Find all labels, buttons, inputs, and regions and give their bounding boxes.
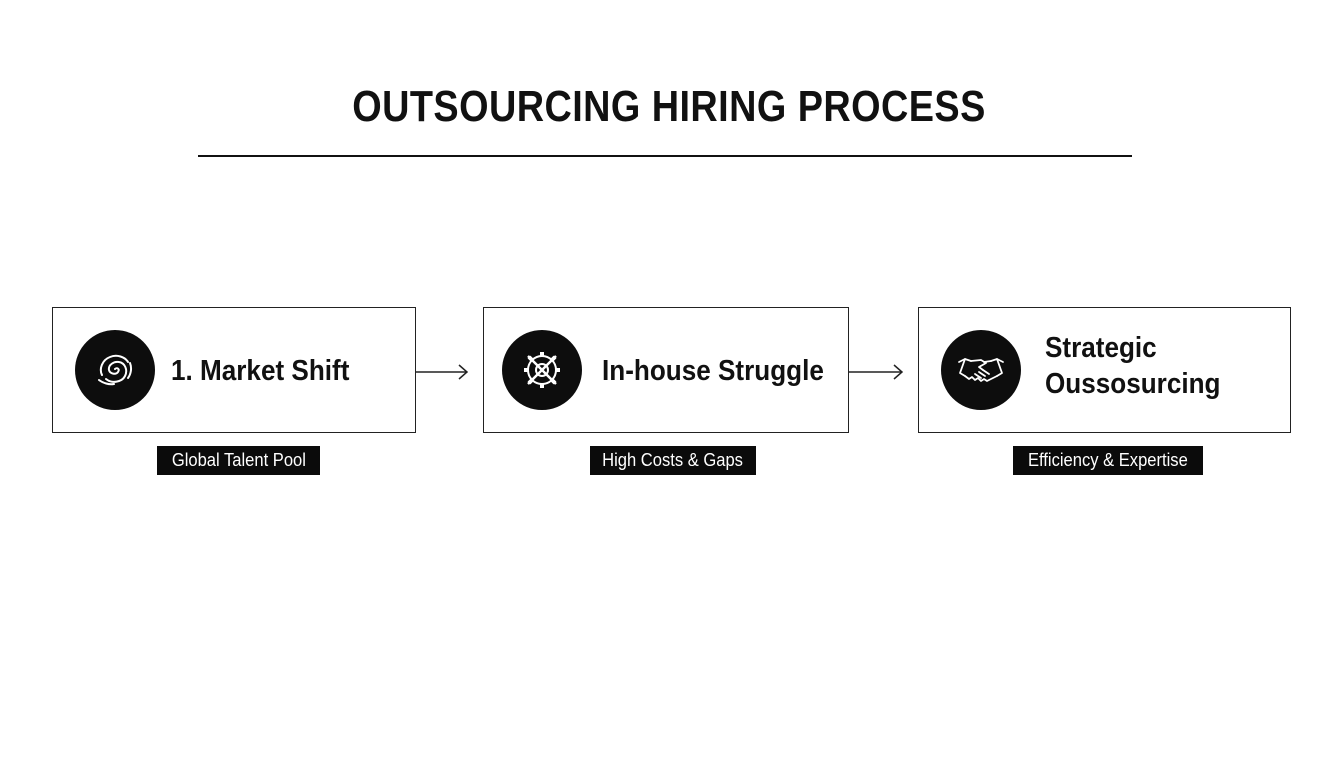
arrow-right-icon [849,364,904,380]
tag-text: Global Talent Pool [171,450,306,470]
handshake-icon [941,330,1021,410]
broken-gear-icon [502,330,582,410]
step-label-line1: Strategic [1045,332,1157,364]
tag-text: High Costs & Gaps [602,450,744,470]
arrow-right-icon [416,364,469,380]
tag-text: Efficiency & Expertise [1028,450,1188,470]
page-title: OUTSOURCING HIRING PROCESS [352,82,986,131]
title-divider [198,155,1132,157]
step-strategic-outsourcing: Strategic Oussosurcing [918,307,1291,433]
swirl-icon [75,330,155,410]
step-tag-high-costs: High Costs & Gaps [590,446,756,475]
step-label: 1. Market Shift [171,355,350,387]
step-label-line2: Oussosurcing [1045,368,1221,400]
step-tag-global-talent-pool: Global Talent Pool [157,446,320,475]
step-label: In-house Struggle [602,355,824,387]
step-in-house-struggle: In-house Struggle [483,307,849,433]
step-tag-efficiency: Efficiency & Expertise [1013,446,1203,475]
step-market-shift: 1. Market Shift [52,307,416,433]
